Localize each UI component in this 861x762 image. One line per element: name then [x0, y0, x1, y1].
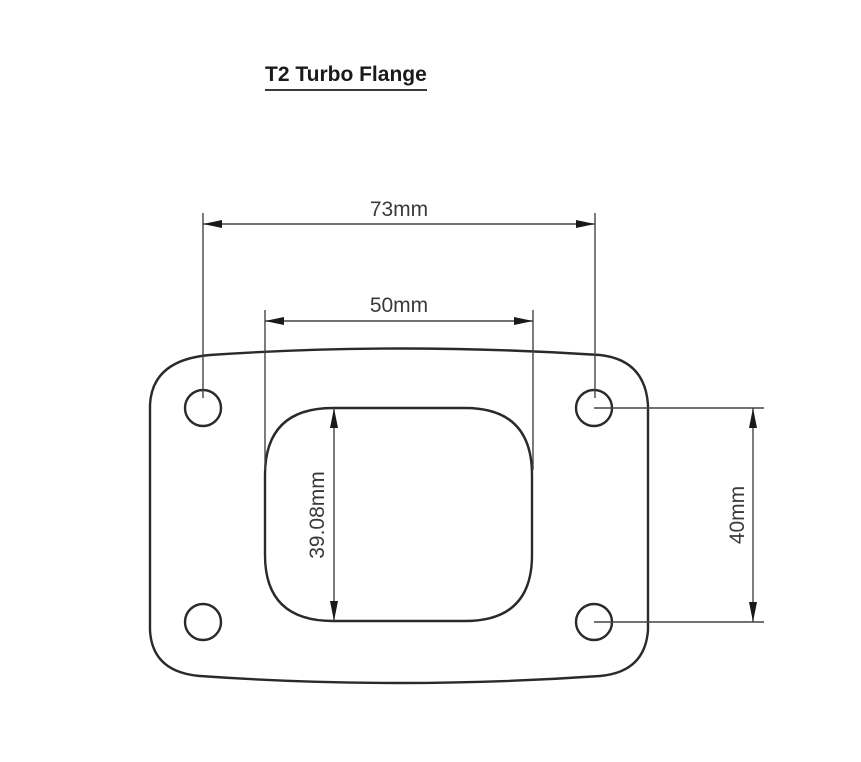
port-opening — [263, 406, 534, 623]
dimension-39-08mm: 39.08mm — [306, 408, 338, 621]
dimension-label-40mm: 40mm — [726, 486, 749, 544]
bolt-hole-bottom-left — [183, 602, 223, 642]
dimension-40mm: 40mm — [594, 407, 764, 623]
drawing-title: T2 Turbo Flange — [265, 62, 427, 91]
dimension-73mm: 73mm — [202, 198, 596, 398]
flange-outline — [148, 347, 650, 685]
dimension-label-50mm: 50mm — [370, 294, 428, 317]
dimension-50mm: 50mm — [264, 294, 534, 470]
dimension-label-73mm: 73mm — [370, 198, 428, 221]
dimension-label-39-08mm: 39.08mm — [306, 471, 329, 559]
